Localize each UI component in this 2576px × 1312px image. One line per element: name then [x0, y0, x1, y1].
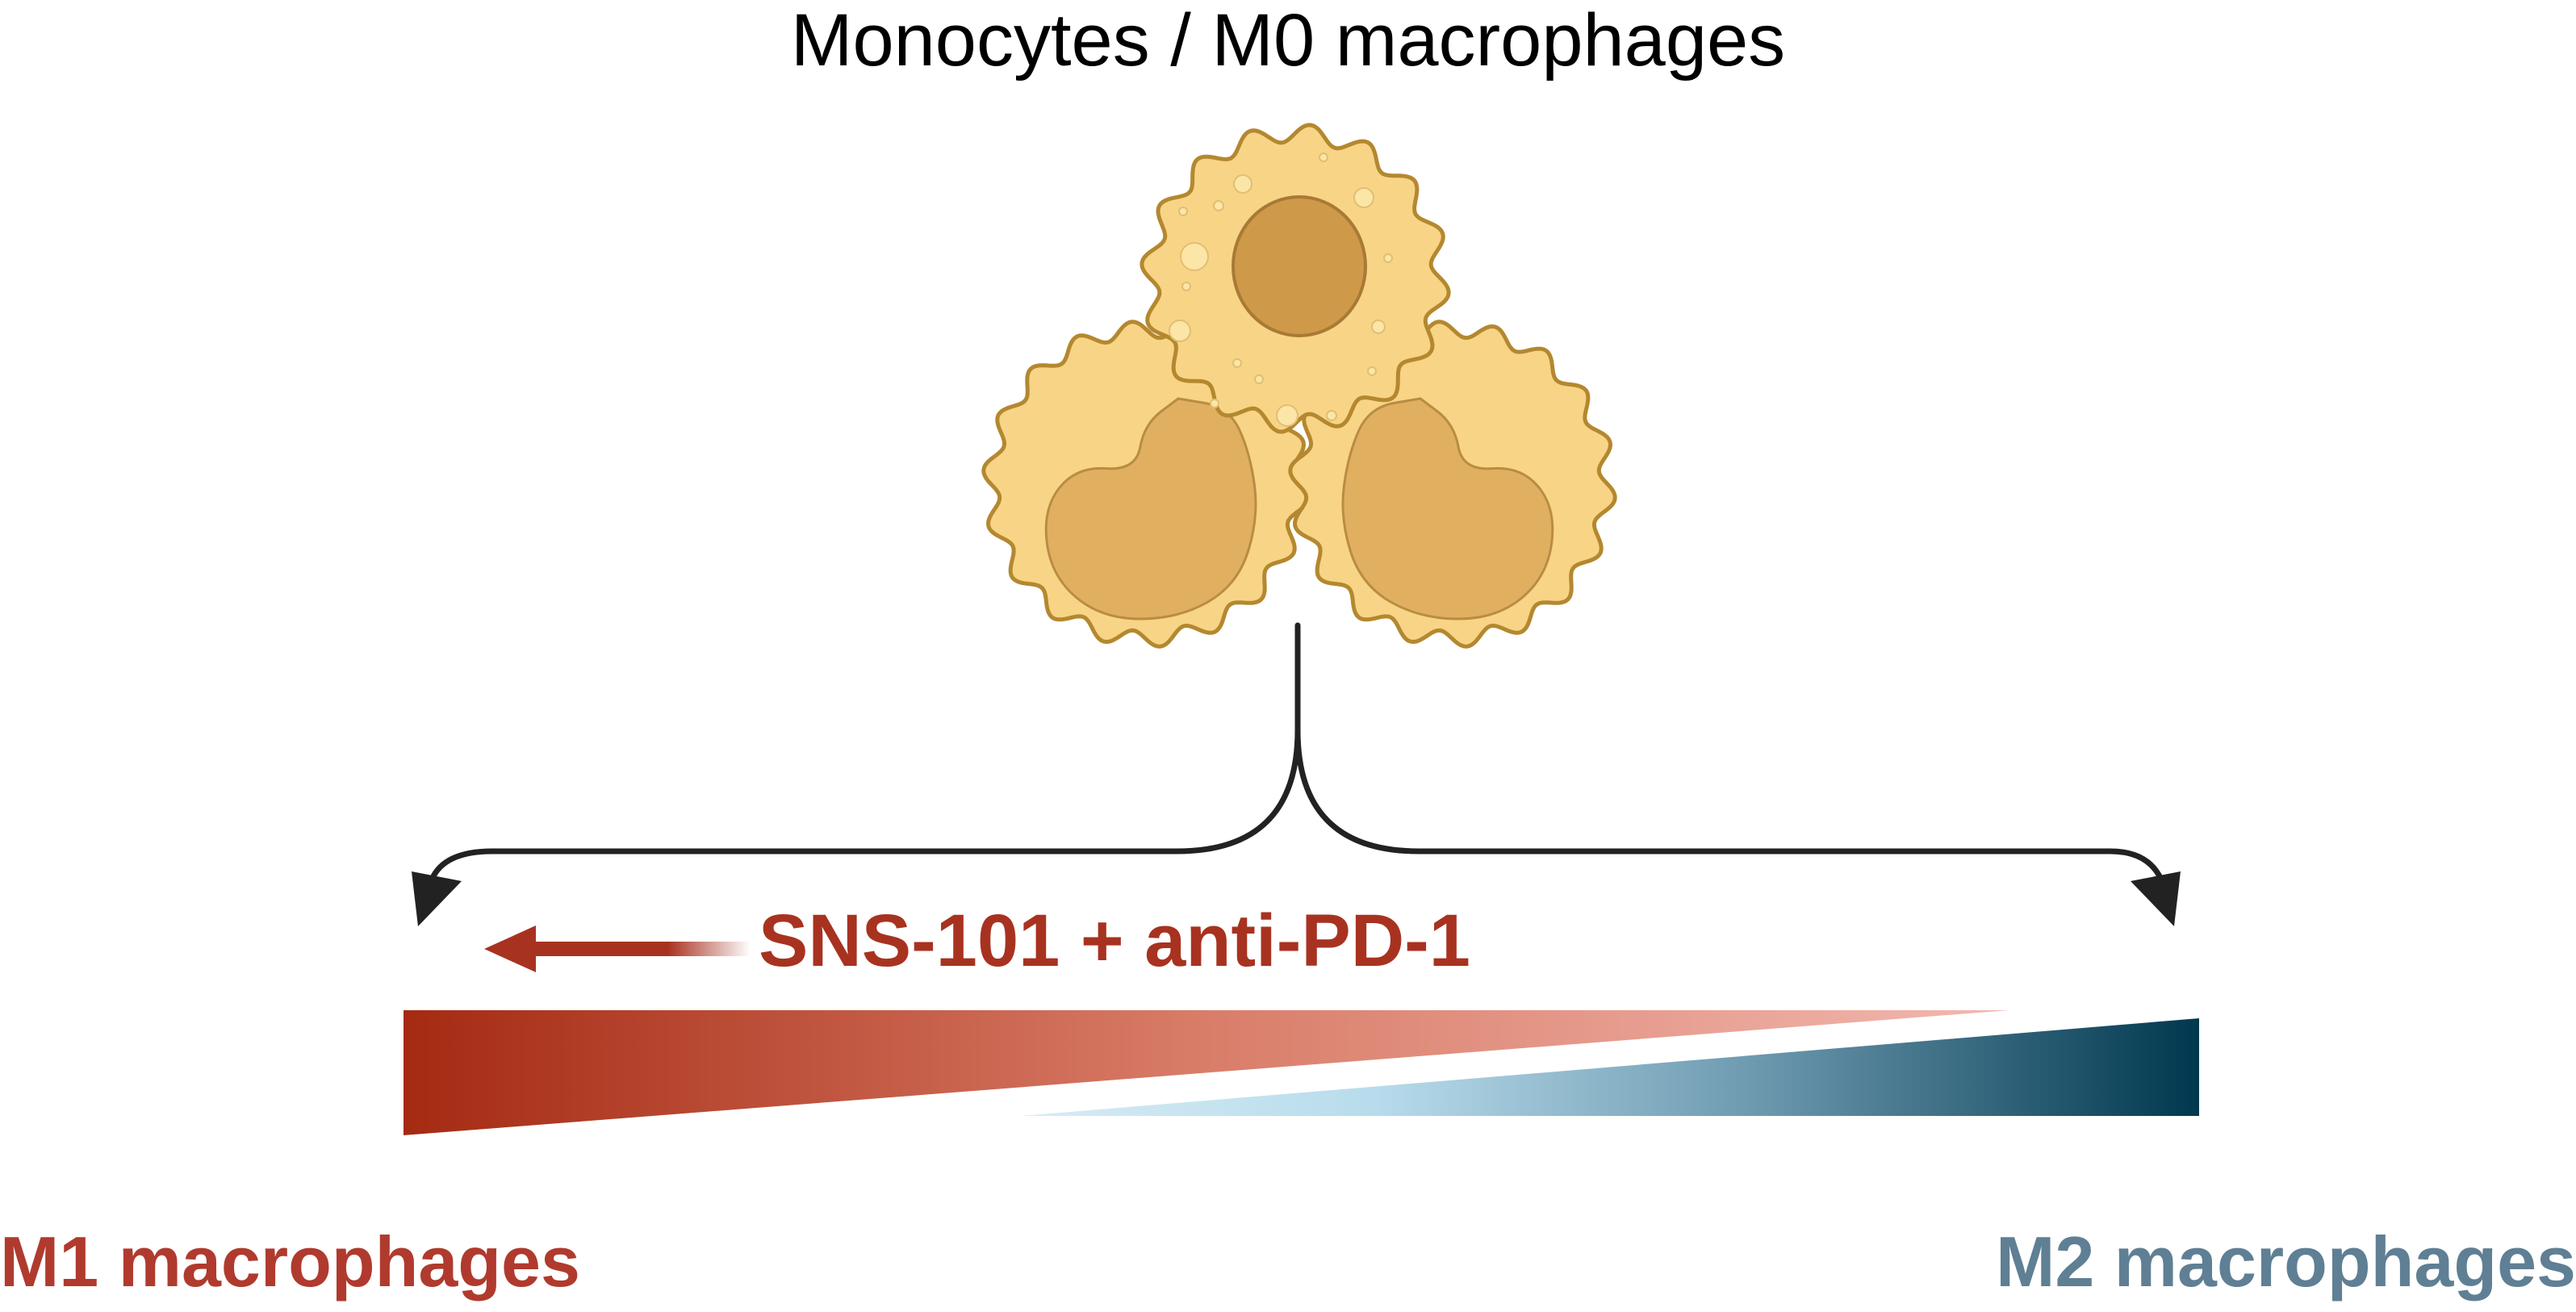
- cytoplasm-granule: [1383, 253, 1393, 263]
- cytoplasm-granule: [1180, 242, 1209, 271]
- cytoplasm-granule: [1169, 320, 1191, 342]
- cytoplasm-granule: [1371, 320, 1386, 334]
- m0-macrophage-nucleus: [1232, 195, 1367, 337]
- cytoplasm-granule: [1367, 366, 1377, 376]
- fork-arrowhead-left: [412, 871, 462, 926]
- monocyte-nucleus-right: [1341, 397, 1554, 620]
- title-monocytes-m0: Monocytes / M0 macrophages: [790, 0, 1786, 81]
- differentiation-fork-arrow: [412, 622, 2181, 926]
- m1-gradient-wedge: [404, 1010, 2009, 1135]
- cytoplasm-granule: [1319, 153, 1328, 162]
- fork-arrow-left-branch: [429, 622, 1301, 883]
- cytoplasm-granule: [1233, 174, 1252, 194]
- cytoplasm-granule: [1353, 187, 1374, 208]
- cytoplasm-granule: [1213, 200, 1224, 211]
- treatment-arrowhead: [484, 926, 536, 972]
- monocyte-nucleus-left: [1044, 397, 1257, 620]
- cytoplasm-granule: [1326, 410, 1337, 421]
- treatment-arrow-shaft: [533, 942, 751, 956]
- cytoplasm-granule: [1178, 207, 1188, 216]
- m2-macrophages-label: M2 macrophages: [1996, 1222, 2576, 1302]
- treatment-arrow: [484, 926, 751, 972]
- m2-gradient-wedge: [1021, 1018, 2199, 1116]
- fork-arrow-right-branch: [1294, 727, 2164, 883]
- cytoplasm-granule: [1181, 282, 1191, 291]
- cytoplasm-granule: [1232, 358, 1242, 368]
- cytoplasm-granule: [1254, 374, 1264, 384]
- cytoplasm-granule: [1210, 399, 1219, 408]
- cytoplasm-granule: [1276, 404, 1298, 427]
- treatment-label: SNS-101 + anti-PD-1: [759, 900, 1470, 982]
- m1-macrophages-label: M1 macrophages: [0, 1222, 580, 1302]
- fork-arrowhead-right: [2131, 871, 2181, 926]
- monocyte-cell-cluster: [981, 123, 1617, 649]
